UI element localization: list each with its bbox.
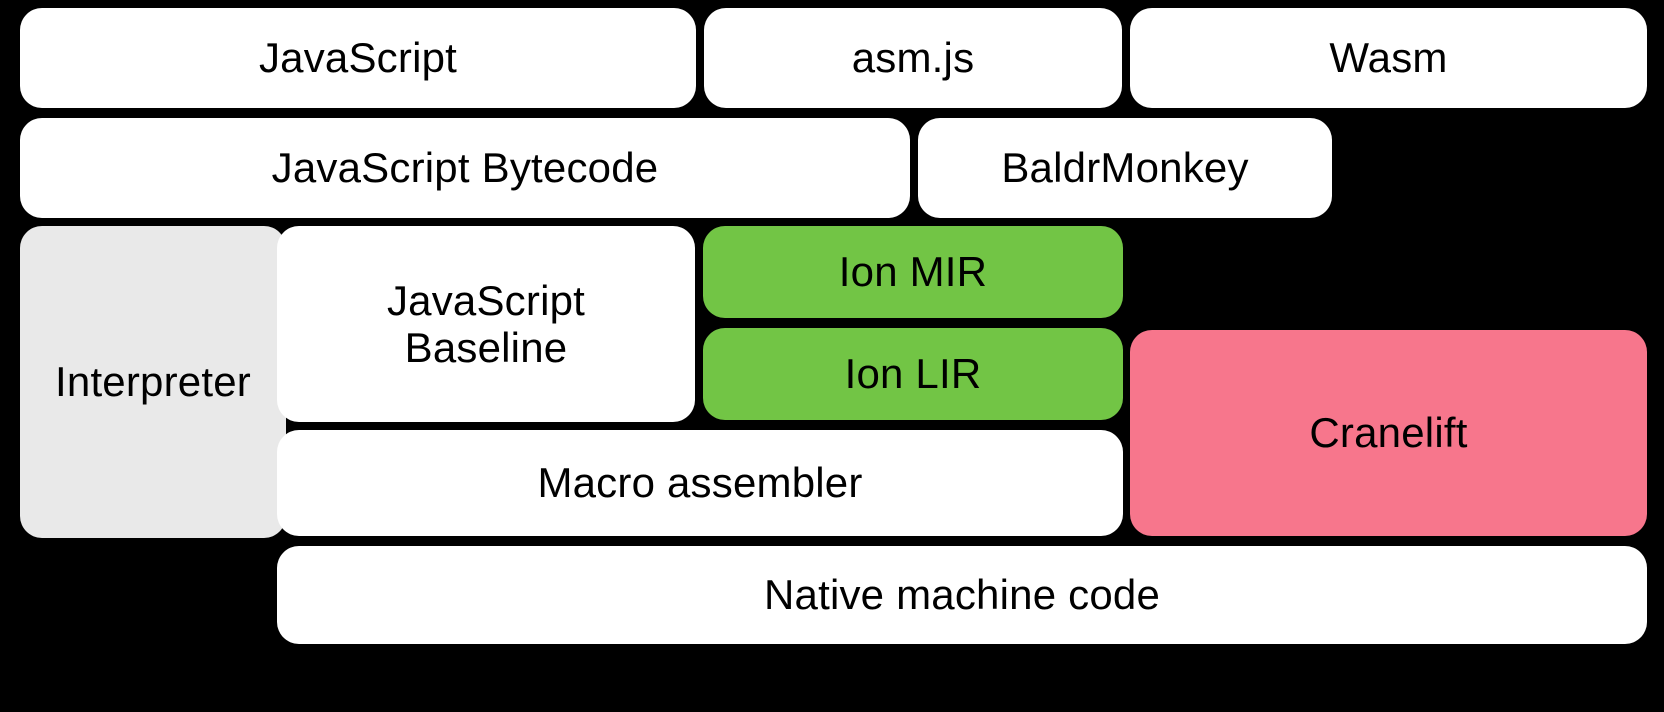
- node-javascript-bytecode: JavaScript Bytecode: [20, 118, 910, 218]
- node-interpreter: Interpreter: [20, 226, 286, 538]
- node-native-machine-code: Native machine code: [277, 546, 1647, 644]
- node-macro-assembler: Macro assembler: [277, 430, 1123, 536]
- node-wasm: Wasm: [1130, 8, 1647, 108]
- node-javascript-baseline: JavaScript Baseline: [277, 226, 695, 422]
- node-baldrmonkey: BaldrMonkey: [918, 118, 1332, 218]
- node-asm-js: asm.js: [704, 8, 1122, 108]
- node-ion-mir: Ion MIR: [703, 226, 1123, 318]
- node-ion-lir: Ion LIR: [703, 328, 1123, 420]
- node-cranelift: Cranelift: [1130, 330, 1647, 536]
- node-javascript: JavaScript: [20, 8, 696, 108]
